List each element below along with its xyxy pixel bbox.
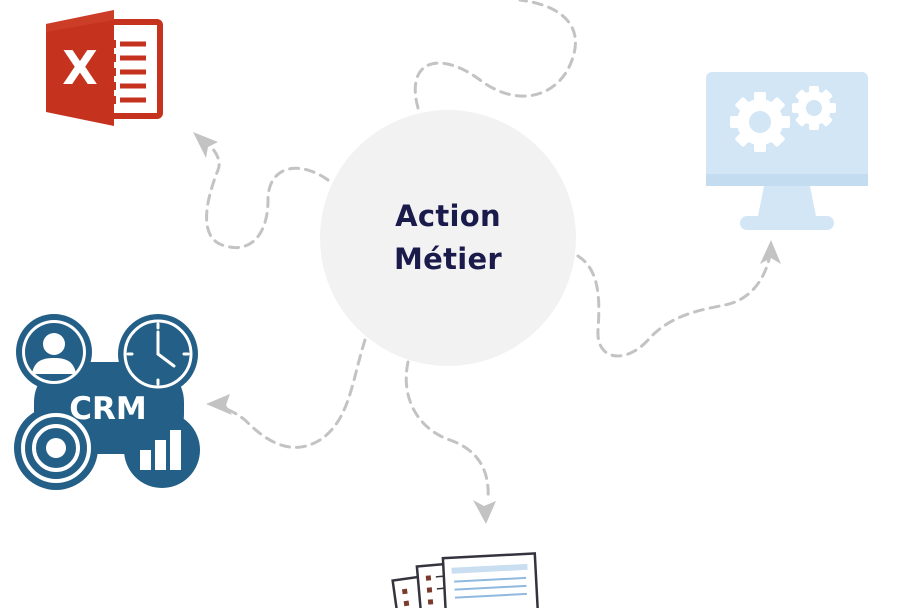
crm-arrowhead xyxy=(206,394,232,415)
center-title-line2: Métier xyxy=(393,242,503,276)
crm-label: CRM xyxy=(69,391,146,427)
crm-connector xyxy=(216,338,367,449)
crm-icon: CRM xyxy=(14,312,200,494)
monitor-arrowhead xyxy=(760,240,781,264)
documents-arrowhead xyxy=(473,500,496,524)
top-loop-connector xyxy=(413,0,577,110)
excel-letter: X xyxy=(62,41,97,95)
monitor-connector xyxy=(576,253,772,358)
user-avatar-icon xyxy=(32,333,76,374)
center-node: Action Métier xyxy=(320,110,576,366)
clock-icon xyxy=(126,322,190,386)
documents-connector xyxy=(404,360,490,502)
center-title-line1: Action xyxy=(395,199,501,233)
bar-chart-icon xyxy=(140,430,181,470)
excel-connector xyxy=(203,138,330,250)
target-icon xyxy=(21,413,91,483)
excel-icon: X xyxy=(40,8,164,128)
documents-icon xyxy=(386,548,542,612)
monitor-settings-icon xyxy=(704,70,870,236)
excel-arrowhead xyxy=(193,132,218,158)
